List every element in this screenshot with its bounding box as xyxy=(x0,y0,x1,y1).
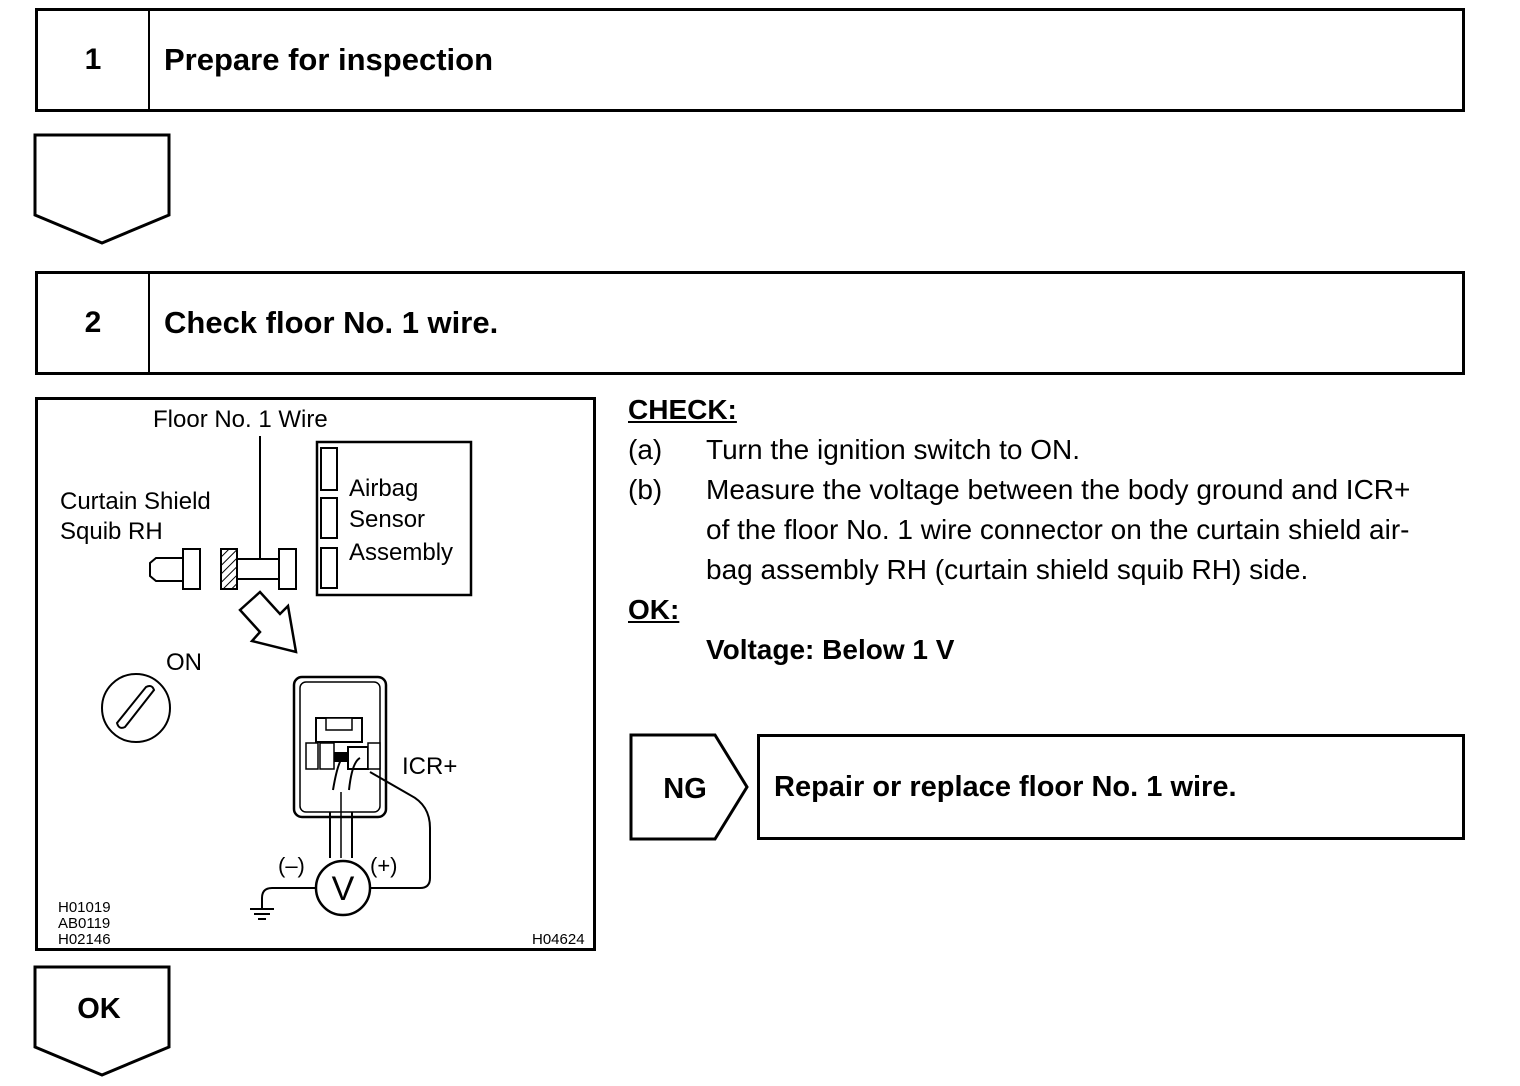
check-item-b: (b) Measure the voltage between the body… xyxy=(628,470,1488,590)
ng-action-box: Repair or replace floor No. 1 wire. xyxy=(757,734,1465,840)
sensor-connector-3 xyxy=(320,547,338,589)
connector-direction-arrow xyxy=(238,590,298,654)
ng-label: NG xyxy=(663,773,707,805)
sensor-label-3: Assembly xyxy=(349,539,453,566)
check-heading: CHECK: xyxy=(628,394,737,425)
check-item-a-text: Turn the ignition switch to ON. xyxy=(706,434,1081,465)
step-2-title: Check floor No. 1 wire. xyxy=(164,305,499,340)
icr-plus-label: ICR+ xyxy=(402,753,457,780)
check-item-b-line-3: bag assembly RH (curtain shield squib RH… xyxy=(706,554,1309,585)
ok-value: Voltage: Below 1 V xyxy=(706,634,955,665)
airbag-sensor-box xyxy=(315,440,473,597)
ground-icon xyxy=(250,908,274,920)
connector-terminal xyxy=(367,742,381,770)
floor-wire-body xyxy=(236,558,280,580)
squib-plug xyxy=(149,557,184,582)
check-item-b-line-1: Measure the voltage between the body gro… xyxy=(706,474,1411,505)
step-1-box: 1 Prepare for inspection xyxy=(35,8,1465,112)
figure-code-right: H04624 xyxy=(532,931,585,948)
ignition-key-slot xyxy=(115,685,156,729)
check-section: CHECK: (a) Turn the ignition switch to O… xyxy=(628,390,1488,670)
connector-terminal xyxy=(319,742,335,770)
figure-code-2: AB0119 xyxy=(58,915,110,932)
wire-connector-face xyxy=(292,675,388,819)
step-1-title: Prepare for inspection xyxy=(164,42,494,77)
ng-action-text: Repair or replace floor No. 1 wire. xyxy=(774,770,1237,803)
ng-arrow: NG xyxy=(629,733,749,841)
wire-cable xyxy=(329,812,353,858)
squib-label-2: Squib RH xyxy=(60,518,163,545)
ok-heading: OK: xyxy=(628,594,680,625)
icr-plus-terminal xyxy=(347,746,369,770)
ok-arrow: OK xyxy=(33,965,171,1077)
step-2-box: 2 Check floor No. 1 wire. xyxy=(35,271,1465,375)
connector-terminal xyxy=(305,742,319,770)
voltmeter-plus-label: (+) xyxy=(370,853,398,878)
floor-wire-connector-end xyxy=(278,548,297,590)
sensor-connector-2 xyxy=(320,497,338,539)
voltmeter-label: V xyxy=(332,870,355,908)
ignition-on-label: ON xyxy=(166,649,202,676)
squib-connector xyxy=(182,548,201,590)
step-1-number: 1 xyxy=(38,11,150,109)
check-item-b-line-2: of the floor No. 1 wire connector on the… xyxy=(706,514,1410,545)
test-probes xyxy=(332,755,361,791)
inspection-figure: Floor No. 1 Wire Curtain Shield Squib RH… xyxy=(35,397,596,951)
sensor-connector-1 xyxy=(320,447,338,491)
check-item-a: (a) Turn the ignition switch to ON. xyxy=(628,430,1488,470)
figure-code-3: H02146 xyxy=(58,931,111,948)
wire-label: Floor No. 1 Wire xyxy=(153,406,328,433)
figure-code-1: H01019 xyxy=(58,899,111,916)
check-item-a-marker: (a) xyxy=(628,434,663,465)
continue-arrow-1 xyxy=(33,133,171,245)
negative-lead xyxy=(261,887,316,908)
positive-lead xyxy=(369,771,431,889)
sensor-label-2: Sensor xyxy=(349,506,425,533)
step-2-number: 2 xyxy=(38,274,150,372)
ok-label: OK xyxy=(77,993,121,1025)
voltmeter-minus-label: (–) xyxy=(278,853,305,878)
floor-wire-connector-hatched xyxy=(220,548,238,590)
squib-label-1: Curtain Shield xyxy=(60,488,211,515)
sensor-label-1: Airbag xyxy=(349,475,418,502)
check-item-b-marker: (b) xyxy=(628,474,663,505)
